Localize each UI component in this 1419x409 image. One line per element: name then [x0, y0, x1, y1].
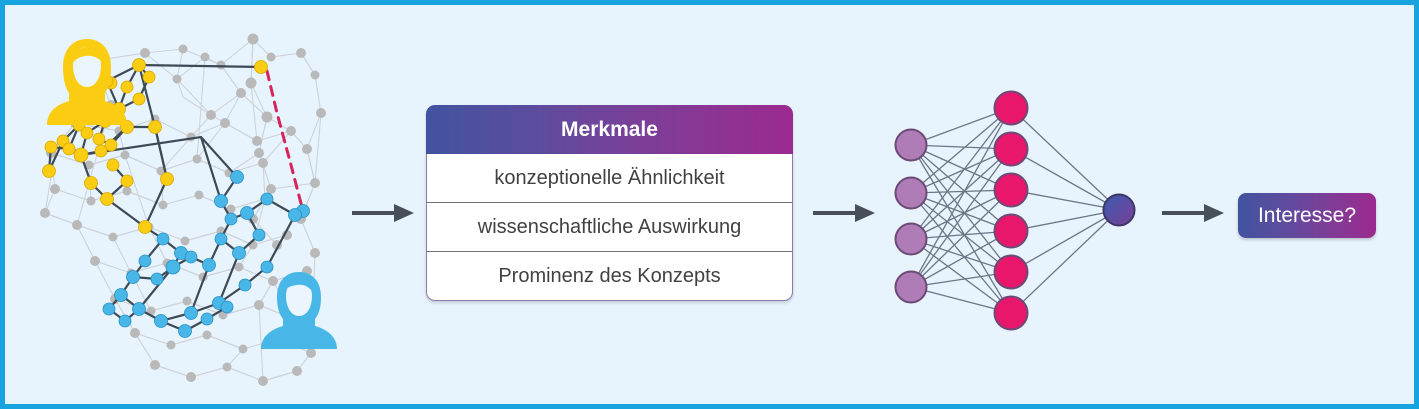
nn-edges-hidden-output [1010, 107, 1120, 314]
female-researcher-avatar [47, 39, 127, 125]
graph-blue-cluster-nodes [102, 170, 310, 338]
nn-hidden-node [993, 131, 1029, 167]
nn-input-node [894, 270, 928, 304]
feature-table: Merkmale konzeptionelle Ähnlichkeit wiss… [426, 105, 793, 301]
concept-coauthor-network [15, 13, 375, 403]
feature-row-concept-prominence[interactable]: Prominenz des Konzepts [498, 265, 721, 287]
nn-input-node [894, 128, 928, 162]
nn-input-node [894, 222, 928, 256]
arrow-features-to-network [811, 201, 877, 225]
network-graph-svg [40, 33, 337, 386]
nn-input-nodes [894, 128, 928, 304]
graph-highlight-edge-dashed [265, 69, 305, 213]
nn-output-node [1102, 193, 1136, 227]
nn-hidden-nodes [993, 90, 1029, 331]
feature-row-conceptual-similarity[interactable]: konzeptionelle Ähnlichkeit [427, 154, 792, 203]
nn-input-node [894, 176, 928, 210]
nn-hidden-node [993, 172, 1029, 208]
nn-hidden-node [993, 295, 1029, 331]
arrow-network-to-output [1160, 201, 1226, 225]
nn-hidden-node [993, 90, 1029, 126]
neural-network-svg [894, 90, 1136, 331]
male-researcher-avatar [261, 272, 337, 349]
nn-hidden-node [993, 254, 1029, 290]
neural-network-diagram [877, 83, 1147, 338]
nn-hidden-node [993, 213, 1029, 249]
feature-table-body: konzeptionelle Ähnlichkeit wissenschaftl… [426, 154, 793, 301]
output-label-interesse[interactable]: Interesse? [1238, 193, 1376, 238]
feature-row-scientific-impact[interactable]: wissenschaftliche Auswirkung [427, 203, 792, 252]
feature-table-header: Merkmale [426, 105, 793, 154]
arrow-graph-to-features [350, 201, 416, 225]
